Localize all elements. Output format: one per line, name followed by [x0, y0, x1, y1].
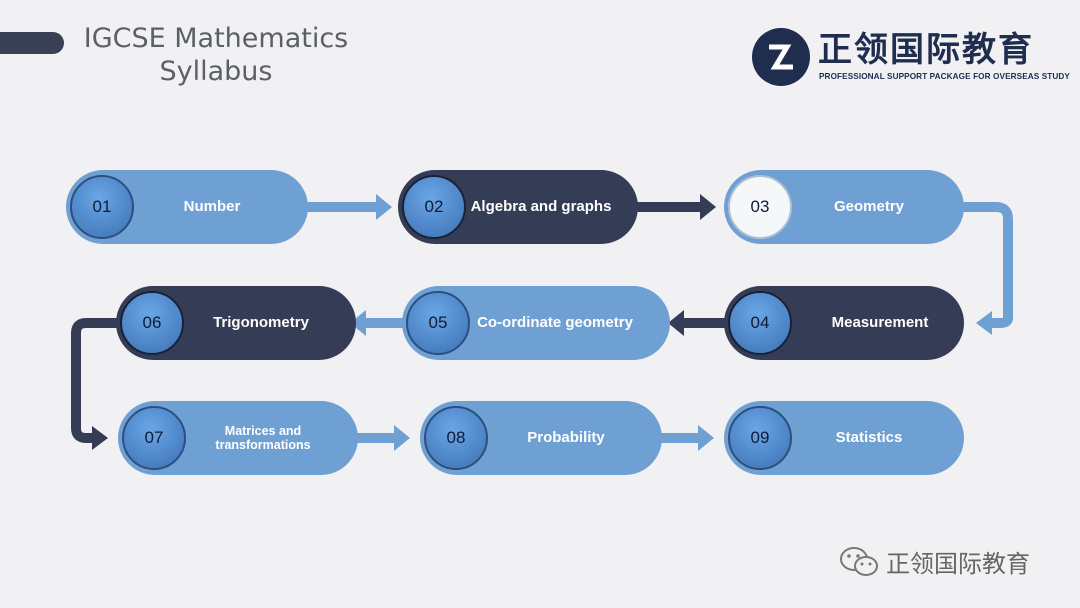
step-01: 01 Number — [66, 170, 308, 244]
logo-name: 正领国际教育 — [818, 30, 1034, 70]
title-line1: IGCSE Mathematics — [83, 23, 349, 54]
step-03-label: Geometry — [833, 198, 905, 215]
page-title: IGCSE Mathematics Syllabus — [66, 22, 366, 88]
step-01-label: Number — [183, 198, 241, 215]
footer-watermark: 正领国际教育 — [838, 544, 1030, 579]
step-07-label: Matrices and transformations — [190, 401, 336, 475]
step-02-number: 02 — [402, 175, 466, 239]
arrow-05-06 — [350, 310, 408, 336]
arrow-06-07-head — [92, 426, 108, 450]
arrow-06-07 — [71, 318, 128, 443]
step-04: 04 Measurement — [724, 286, 964, 360]
step-04-label: Measurement — [831, 314, 929, 331]
arrow-01-02 — [300, 194, 392, 220]
step-07-label-line2: transformations — [215, 438, 311, 452]
arrow-02-03 — [630, 194, 716, 220]
step-08-number: 08 — [424, 406, 488, 470]
step-05-label: Co-ordinate geometry — [477, 314, 633, 331]
step-05: 05 Co-ordinate geometry — [402, 286, 670, 360]
step-02: 02 Algebra and graphs — [398, 170, 638, 244]
step-07-label-line1: Matrices and — [224, 424, 302, 438]
step-03-number: 03 — [728, 175, 792, 239]
step-09-number: 09 — [728, 406, 792, 470]
logo-mark-icon — [769, 44, 793, 70]
arrow-07-08 — [350, 425, 410, 451]
step-06-number: 06 — [120, 291, 184, 355]
footer-text: 正领国际教育 — [886, 550, 1030, 578]
accent-bar — [0, 32, 64, 54]
arrow-03-04 — [958, 202, 1013, 328]
step-01-number: 01 — [70, 175, 134, 239]
step-06: 06 Trigonometry — [116, 286, 356, 360]
logo-emblem-icon — [752, 28, 810, 86]
step-07-number: 07 — [122, 406, 186, 470]
step-05-number: 05 — [406, 291, 470, 355]
step-08-label: Probability — [527, 429, 605, 446]
step-07: 07 Matrices and transformations — [118, 401, 358, 475]
arrow-08-09 — [654, 425, 714, 451]
step-09: 09 Statistics — [724, 401, 964, 475]
wechat-icon — [840, 546, 878, 576]
step-06-label: Trigonometry — [213, 314, 309, 331]
title-line2: Syllabus — [159, 56, 273, 87]
step-08: 08 Probability — [420, 401, 662, 475]
step-02-label: Algebra and graphs — [470, 198, 612, 215]
arrow-04-05 — [668, 310, 732, 336]
step-04-number: 04 — [728, 291, 792, 355]
logo-tagline: PROFESSIONAL SUPPORT PACKAGE FOR OVERSEA… — [819, 72, 1070, 81]
step-09-label: Statistics — [835, 429, 903, 446]
company-logo: 正领国际教育 PROFESSIONAL SUPPORT PACKAGE FOR … — [752, 28, 1070, 86]
step-03: 03 Geometry — [724, 170, 964, 244]
arrow-03-04-head — [976, 311, 992, 335]
